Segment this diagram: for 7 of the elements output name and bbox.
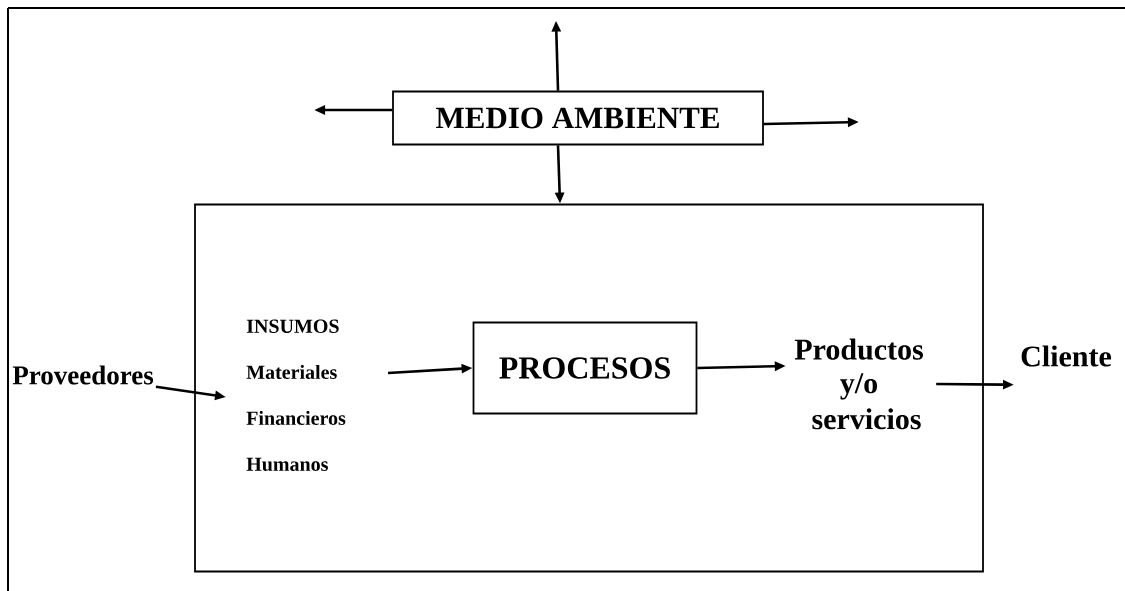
supplier-label: Proveedores <box>12 365 154 385</box>
environment-box: MEDIO AMBIENTE <box>392 90 764 146</box>
input-list: INSUMOS Materiales Financieros Humanos <box>246 319 346 472</box>
system-box <box>194 203 984 573</box>
customer-label: Cliente <box>1021 345 1112 367</box>
process-box: PROCESOS <box>472 321 698 415</box>
output-label: Productos y/o servicios <box>794 338 923 430</box>
